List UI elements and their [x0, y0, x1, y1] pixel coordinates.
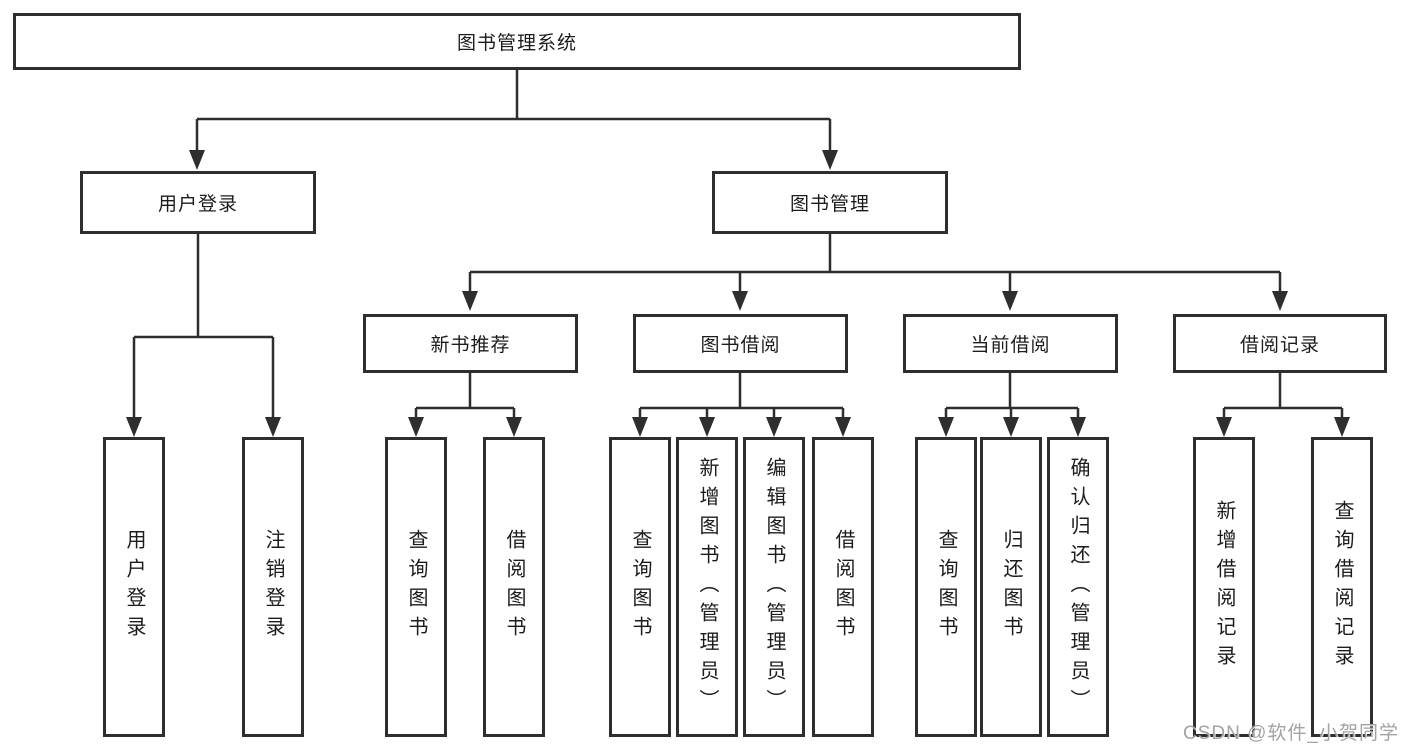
node-borrow-records: 借阅记录: [1173, 314, 1387, 373]
node-label: 用户登录: [157, 194, 238, 215]
leaf-borrowing-add-books-admin: 新增图书（管理员）: [676, 437, 738, 737]
node-label: 图书管理系统: [456, 33, 577, 54]
node-label: 查询图书: [629, 529, 651, 645]
node-label: 归还图书: [1000, 529, 1022, 645]
node-current-borrowing: 当前借阅: [903, 314, 1118, 373]
node-label: 查询借阅记录: [1331, 500, 1353, 674]
node-user-login: 用户登录: [80, 171, 316, 234]
leaf-current-confirm-return-admin: 确认归还（管理员）: [1047, 437, 1109, 737]
csdn-watermark: CSDN @软件_小贺同学: [1183, 723, 1399, 744]
leaf-user-login: 用户登录: [103, 437, 165, 737]
node-label: 图书借阅: [700, 335, 781, 356]
node-label: 新书推荐: [430, 335, 511, 356]
node-new-book-recommend: 新书推荐: [363, 314, 578, 373]
leaf-borrowing-borrow-books: 借阅图书: [812, 437, 874, 737]
leaf-newbook-borrow-books: 借阅图书: [483, 437, 545, 737]
node-label: 用户登录: [123, 529, 145, 645]
node-book-management: 图书管理: [712, 171, 948, 234]
leaf-records-query-borrow-record: 查询借阅记录: [1311, 437, 1373, 737]
node-label: 当前借阅: [970, 335, 1051, 356]
leaf-borrowing-query-books: 查询图书: [609, 437, 671, 737]
node-label: 注销登录: [262, 529, 284, 645]
leaf-current-query-books: 查询图书: [915, 437, 977, 737]
node-root-library-system: 图书管理系统: [13, 13, 1021, 70]
node-label: 确认归还（管理员）: [1067, 456, 1089, 718]
leaf-logout: 注销登录: [242, 437, 304, 737]
node-label: 图书管理: [789, 194, 870, 215]
node-label: 查询图书: [935, 529, 957, 645]
node-label: 借阅记录: [1239, 335, 1320, 356]
node-label: 新增图书（管理员）: [696, 456, 718, 718]
node-label: 借阅图书: [832, 529, 854, 645]
leaf-current-return-books: 归还图书: [980, 437, 1042, 737]
node-label: 新增借阅记录: [1213, 500, 1235, 674]
leaf-borrowing-edit-books-admin: 编辑图书（管理员）: [743, 437, 805, 737]
node-label: 编辑图书（管理员）: [763, 456, 785, 718]
leaf-records-add-borrow-record: 新增借阅记录: [1193, 437, 1255, 737]
leaf-newbook-query-books: 查询图书: [385, 437, 447, 737]
node-label: 查询图书: [405, 529, 427, 645]
node-label: 借阅图书: [503, 529, 525, 645]
node-book-borrowing: 图书借阅: [633, 314, 848, 373]
